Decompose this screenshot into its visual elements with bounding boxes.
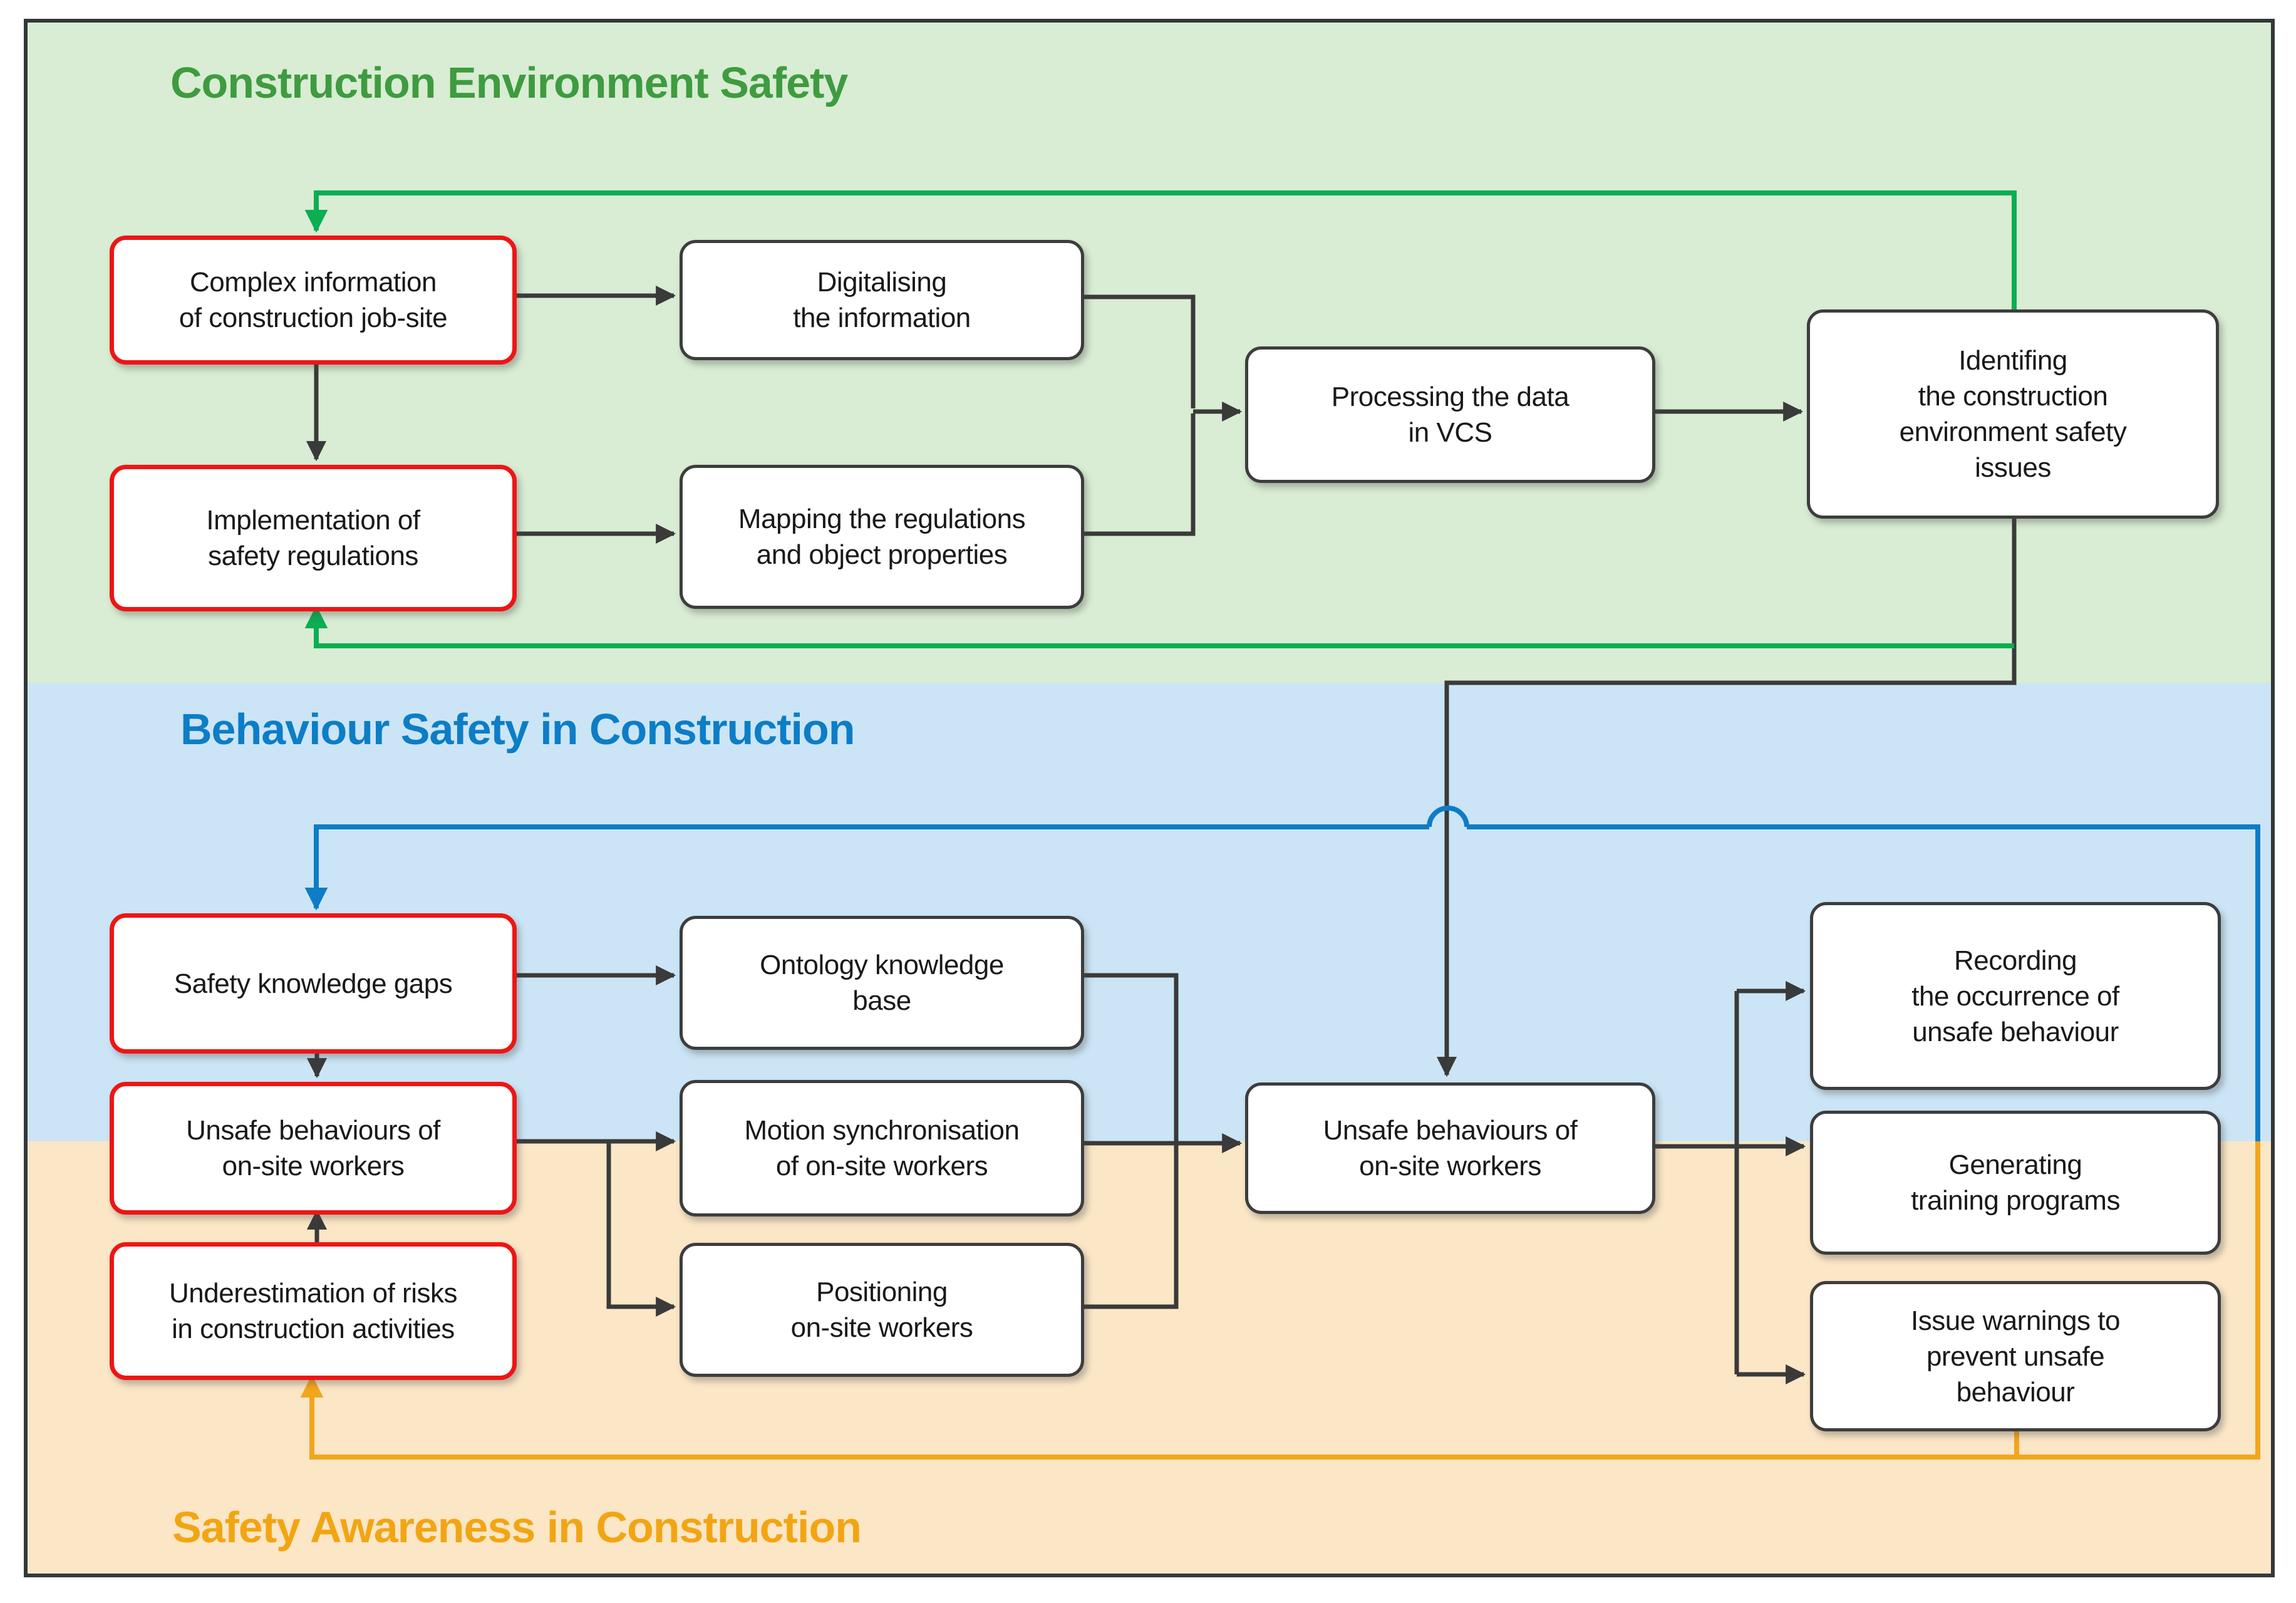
box-complex-information: Complex information of construction job-… xyxy=(110,236,517,365)
box-label: Unsafe behaviours of on-site workers xyxy=(186,1115,440,1181)
line-blue-feedback-right xyxy=(1467,824,2260,1141)
box-label: Ontology knowledge base xyxy=(760,950,1004,1016)
box-positioning-workers: Positioning on-site workers xyxy=(680,1243,1084,1377)
box-label: Underestimation of risks in construction… xyxy=(169,1278,457,1344)
box-label: Positioning on-site workers xyxy=(790,1277,973,1343)
box-label: Processing the data in VCS xyxy=(1331,381,1569,448)
blue-feedback-connectors xyxy=(304,806,2260,1141)
box-label: Identifing the construction environment … xyxy=(1899,345,2127,483)
box-underestimation-risks: Underestimation of risks in construction… xyxy=(110,1242,517,1380)
line-digitalising-merge xyxy=(1078,294,1196,408)
box-label: Unsafe behaviours of on-site workers xyxy=(1323,1115,1578,1181)
orange-section-title: Safety Awareness in Construction xyxy=(172,1503,862,1552)
box-safety-knowledge-gaps: Safety knowledge gaps xyxy=(110,913,517,1054)
line-mapping-merge xyxy=(1078,413,1196,536)
box-label: Generating training programs xyxy=(1911,1149,2120,1216)
box-implementation-regulations: Implementation of safety regulations xyxy=(110,465,517,611)
arrow-unsafeleft-to-positioning xyxy=(606,1141,676,1317)
box-label: Issue warnings to prevent unsafe behavio… xyxy=(1911,1305,2120,1408)
blue-section-title: Behaviour Safety in Construction xyxy=(180,705,855,754)
box-label: Mapping the regulations and object prope… xyxy=(738,504,1026,570)
box-label: Motion synchronisation of on-site worker… xyxy=(744,1115,1020,1181)
box-label: Implementation of safety regulations xyxy=(206,505,420,571)
arrow-orange-feedback-to-underestimation xyxy=(300,1141,2260,1460)
box-identifying-environment-issues: Identifing the construction environment … xyxy=(1807,309,2219,519)
arrow-identifying-feedback-to-complexinfo xyxy=(304,190,2017,309)
box-label: Recording the occurrence of unsafe behav… xyxy=(1911,945,2119,1047)
box-digitalising-information: Digitalising the information xyxy=(680,240,1084,360)
arrow-identifying-feedback-to-implementation xyxy=(304,605,2014,648)
box-label: Safety knowledge gaps xyxy=(173,968,453,999)
line-ontology-collector xyxy=(1078,973,1179,1141)
arrow-identifying-to-unsafemid xyxy=(1436,512,2017,1077)
green-section-title: Construction Environment Safety xyxy=(170,58,848,107)
green-feedback-connectors xyxy=(304,190,2017,648)
box-mapping-regulations: Mapping the regulations and object prope… xyxy=(680,465,1084,609)
arrow-blue-feedback-to-knowledgegaps xyxy=(304,824,1429,911)
box-ontology-knowledge-base: Ontology knowledge base xyxy=(680,916,1084,1050)
box-label: Digitalising the information xyxy=(793,267,971,333)
box-recording-occurrence: Recording the occurrence of unsafe behav… xyxy=(1810,902,2221,1090)
box-unsafe-behaviours-left: Unsafe behaviours of on-site workers xyxy=(110,1082,517,1215)
box-generating-training: Generating training programs xyxy=(1810,1111,2221,1255)
box-processing-data-vcs: Processing the data in VCS xyxy=(1245,346,1655,483)
line-blue-feedback-hop xyxy=(1427,806,1469,827)
line-positioning-collector xyxy=(1078,1145,1179,1309)
black-connectors xyxy=(306,285,2017,1385)
box-unsafe-behaviours-middle: Unsafe behaviours of on-site workers xyxy=(1245,1082,1655,1214)
box-motion-synchronisation: Motion synchronisation of on-site worker… xyxy=(680,1080,1084,1217)
box-label: Complex information of construction job-… xyxy=(178,267,448,333)
box-issue-warnings: Issue warnings to prevent unsafe behavio… xyxy=(1810,1281,2221,1431)
